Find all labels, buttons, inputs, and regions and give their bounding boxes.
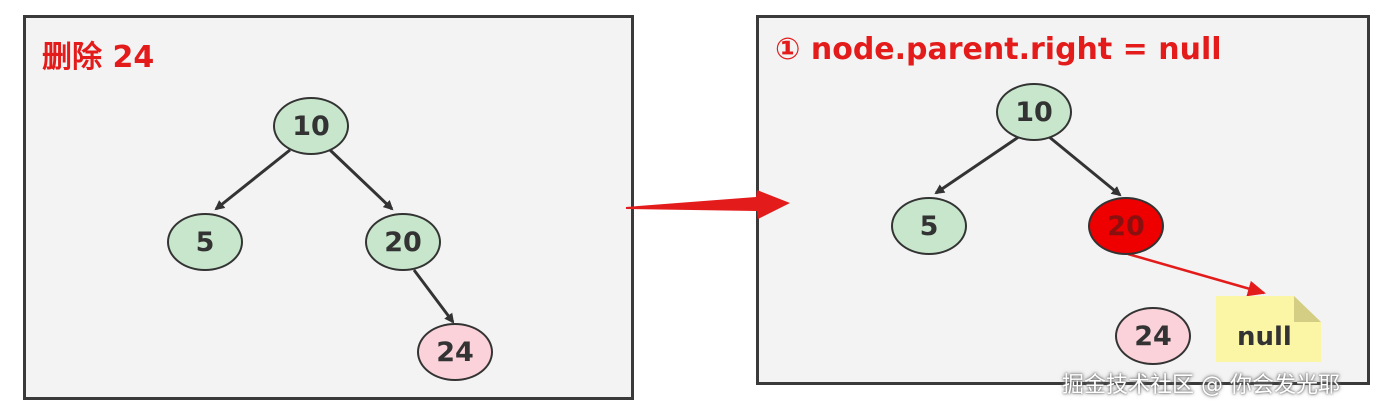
left-panel [23,15,634,400]
left-panel-title: 删除 24 [42,40,155,75]
edge-right-10-5 [934,134,1021,195]
left-node-24: 24 [417,323,493,381]
right-node-24-detached: 24 [1115,307,1191,365]
null-note [1216,296,1321,362]
right-node-10: 10 [996,83,1072,141]
edge-left-10-5 [214,148,291,211]
right-panel-title: ① node.parent.right = null [775,32,1222,67]
edge-left-10-20 [328,148,394,211]
left-node-5: 5 [167,213,243,271]
right-node-5: 5 [891,197,967,255]
edge-right-10-20 [1047,134,1122,197]
transition-arrow [626,190,790,219]
null-note-label: null [1237,322,1292,352]
left-node-10: 10 [273,97,349,155]
left-node-20: 20 [365,213,441,271]
edge-right-20-null [1127,252,1266,297]
right-node-20-highlighted: 20 [1088,197,1164,255]
watermark: 掘金技术社区 @ 你会发光耶 [1062,373,1340,398]
edge-left-20-24 [412,269,455,324]
